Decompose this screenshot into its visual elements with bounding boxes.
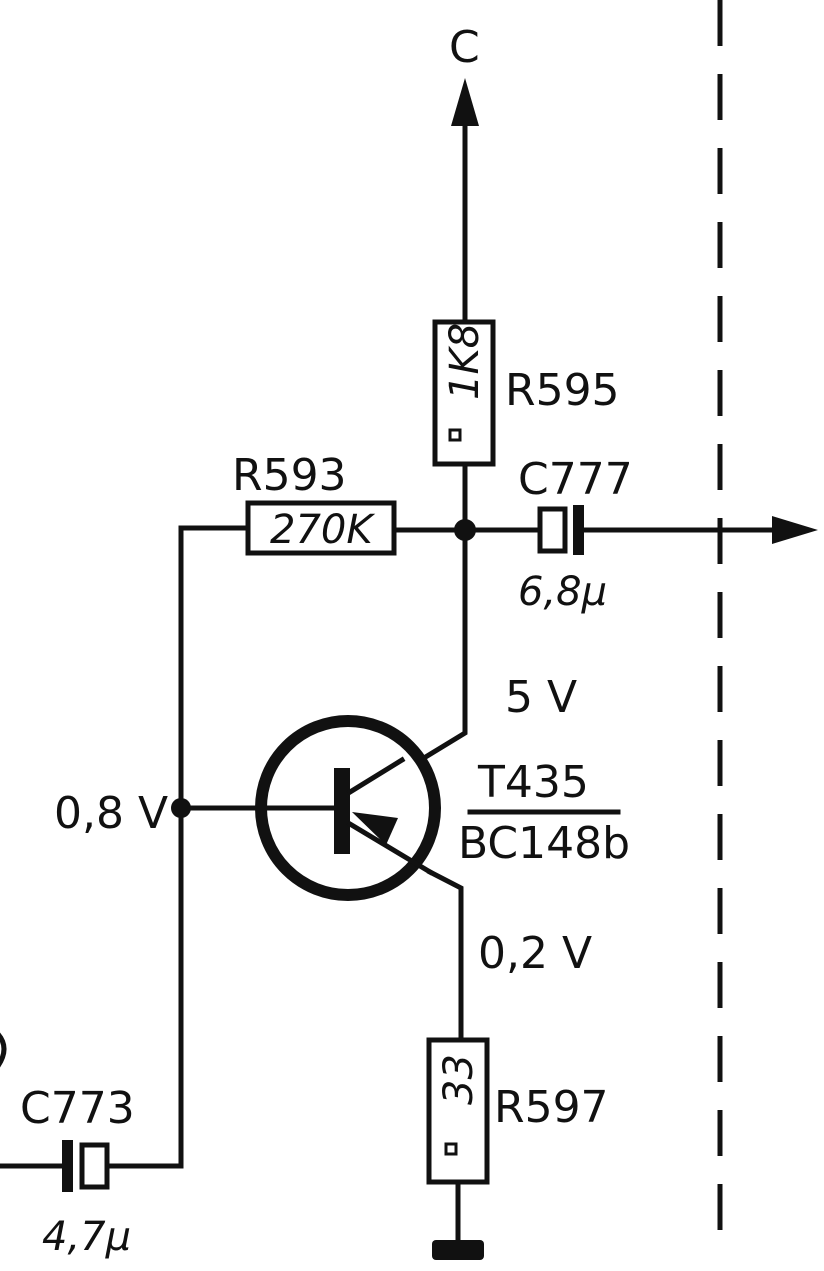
- emitter-voltage: 0,2 V: [478, 928, 592, 979]
- r595-value: 1K8: [442, 323, 488, 400]
- output-arrow: [772, 516, 818, 544]
- partial-edge-symbol: [0, 1032, 7, 1068]
- resistor-r593: 270K: [245, 500, 397, 556]
- resistor-r595: 1K8: [432, 319, 496, 467]
- base-input-wire: [104, 805, 184, 1169]
- collector-voltage: 5 V: [505, 672, 577, 723]
- base-voltage: 0,8 V: [54, 788, 168, 839]
- emitter-lead: [426, 868, 464, 1043]
- c777-value: 6,8μ: [518, 569, 607, 615]
- r597-value: 33: [436, 1054, 482, 1105]
- emitter-arrow: [352, 812, 398, 845]
- r593-ref: R593: [232, 450, 347, 501]
- supply-node-label: C: [449, 22, 480, 73]
- transistor-type: BC148b: [458, 818, 630, 869]
- c773-value: 4,7μ: [42, 1214, 131, 1260]
- transistor-ref: T435: [477, 757, 589, 808]
- ground-symbol: [432, 1240, 484, 1260]
- resistor-r597: 33: [426, 1037, 490, 1185]
- r595-ref: R595: [505, 365, 620, 416]
- r597-ref: R597: [494, 1082, 609, 1133]
- capacitor-c777: [537, 505, 584, 555]
- transistor-t435: [178, 715, 441, 901]
- capacitor-c773: [62, 1140, 110, 1192]
- c777-ref: C777: [518, 454, 633, 505]
- c773-ref: C773: [20, 1083, 135, 1134]
- r593-value: 270K: [270, 507, 375, 553]
- supply-arrow: [451, 78, 479, 126]
- bias-feedback-wire: [178, 525, 251, 808]
